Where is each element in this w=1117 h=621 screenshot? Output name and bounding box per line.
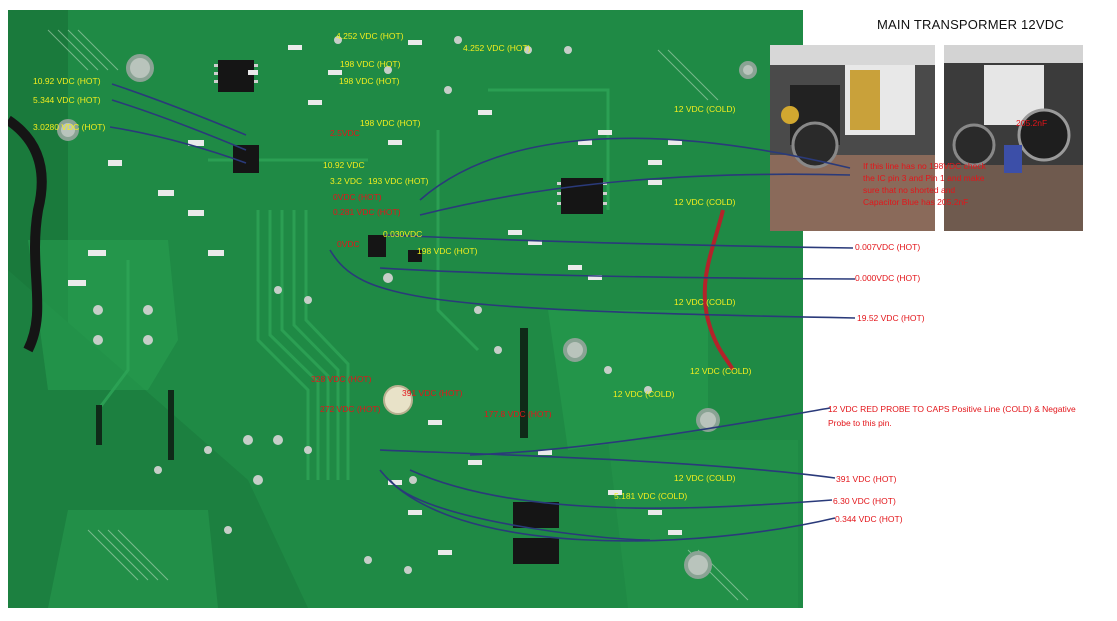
- pcb-voltage-label: 198 VDC (HOT): [417, 246, 478, 256]
- pcb-voltage-label: 12 VDC (COLD): [674, 473, 736, 483]
- pcb-voltage-label: 10.92 VDC: [323, 160, 365, 170]
- photo-note-line: sure that no shorted and: [863, 185, 956, 195]
- measurement-label: 0.000VDC (HOT): [855, 273, 921, 283]
- photo-note-line: the IC pin 3 and Pin 1 and make: [863, 173, 985, 183]
- pcb-voltage-label: 0VDC (HOT): [333, 192, 382, 202]
- pcb-voltage-label: 4.252 VDC (HOT): [336, 31, 404, 41]
- pcb-voltage-label: 198 VDC (HOT): [339, 76, 400, 86]
- pcb-voltage-label: 4.252 VDC (HOT): [463, 43, 531, 53]
- pcb-voltage-label: 3.0280 VDC (HOT): [33, 122, 106, 132]
- pcb-voltage-label: 12 VDC (COLD): [690, 366, 752, 376]
- pcb-voltage-label: 3.2 VDC: [330, 176, 363, 186]
- pcb-voltage-label: 12 VDC (COLD): [674, 297, 736, 307]
- pcb-voltage-label: 12 VDC (COLD): [613, 389, 675, 399]
- pcb-voltage-label: 12 VDC (COLD): [674, 104, 736, 114]
- measurement-label: 19.52 VDC (HOT): [857, 313, 925, 323]
- page-title: MAIN TRANSPORMER 12VDC: [877, 17, 1064, 32]
- photo-note: If this line has no 198VDC check the IC …: [863, 160, 986, 208]
- pcb-voltage-label: 5.344 VDC (HOT): [33, 95, 101, 105]
- pcb-photo: [8, 10, 803, 608]
- measurement-label: Probe to this pin.: [828, 418, 892, 428]
- pcb-voltage-label: 0VDC: [337, 239, 360, 249]
- photo-note-line: If this line has no 198VDC check: [863, 161, 986, 171]
- pcb-voltage-label: 2.5VDC: [330, 128, 360, 138]
- pcb-voltage-label: 272 VDC (HOT): [320, 404, 381, 414]
- pcb-voltage-label: 328 VDC (HOT): [311, 374, 372, 384]
- measurement-label: 12 VDC RED PROBE TO CAPS Positive Line (…: [828, 404, 1076, 414]
- measurement-label: 6.30 VDC (HOT): [833, 496, 896, 506]
- pcb-voltage-label: 0.281 VDC (HOT): [333, 207, 401, 217]
- pcb-voltage-label: 10.92 VDC (HOT): [33, 76, 101, 86]
- transformer-photo-2: [944, 45, 1083, 231]
- pcb-voltage-label: 198 VDC (HOT): [340, 59, 401, 69]
- pcb-voltage-label: 198 VDC (HOT): [360, 118, 421, 128]
- photo-note-line: Capacitor Blue has 205.2nF: [863, 197, 969, 207]
- pcb-drawing: [8, 10, 803, 608]
- pcb-voltage-label: 177.8 VDC (HOT): [484, 409, 552, 419]
- capacitor-value-label: 205.2nF: [1016, 118, 1048, 128]
- pcb-voltage-label: 0.030VDC: [383, 229, 423, 239]
- measurement-label: 0.344 VDC (HOT): [835, 514, 903, 524]
- pcb-voltage-label: 5.181 VDC (COLD): [614, 491, 688, 501]
- pcb-voltage-label: 391 VDC (HOT): [402, 388, 463, 398]
- measurement-label: 0.007VDC (HOT): [855, 242, 921, 252]
- pcb-voltage-label: 193 VDC (HOT): [368, 176, 429, 186]
- pcb-voltage-label: 12 VDC (COLD): [674, 197, 736, 207]
- measurement-label: 391 VDC (HOT): [836, 474, 897, 484]
